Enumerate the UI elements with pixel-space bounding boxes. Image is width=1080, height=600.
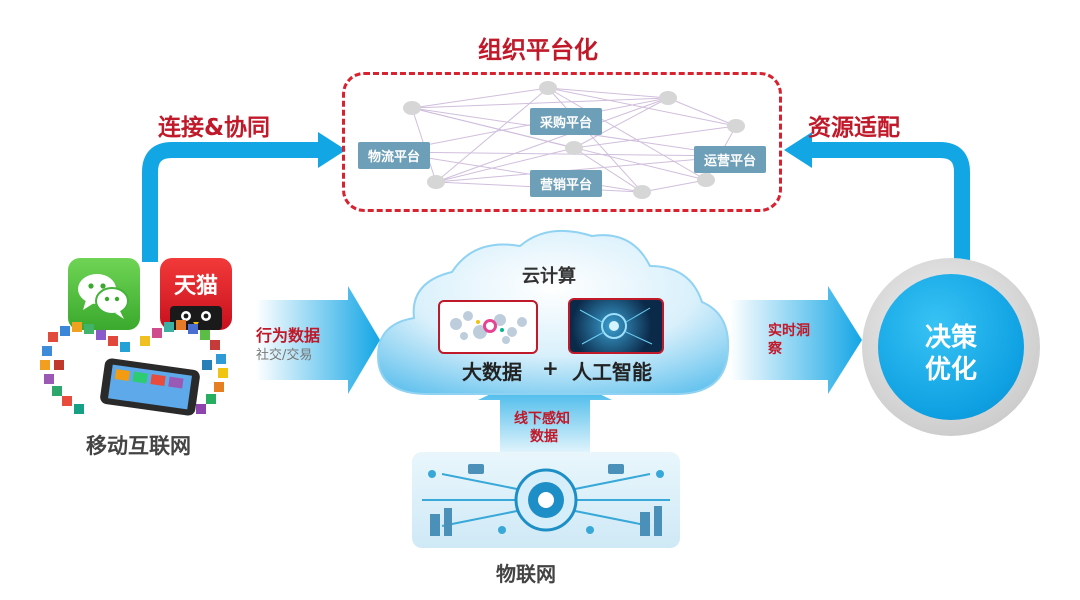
left-connect-arrow bbox=[142, 142, 322, 262]
decision-circle-core: 决策 优化 bbox=[878, 274, 1024, 420]
network-node bbox=[727, 119, 745, 133]
left-connect-arrowhead bbox=[318, 132, 346, 168]
decision-text: 决策 优化 bbox=[878, 322, 1024, 386]
platform-box bbox=[342, 72, 782, 212]
network-node bbox=[633, 185, 651, 199]
network-node bbox=[539, 81, 557, 95]
operations-platform-label: 运营平台 bbox=[694, 146, 767, 173]
behavior-data-arrow bbox=[256, 286, 380, 394]
iot-caption: 物联网 bbox=[496, 562, 556, 586]
realtime-insight-label: 实时洞察 bbox=[768, 323, 810, 357]
marketing-platform-label: 营销平台 bbox=[530, 170, 603, 197]
behavior-data-subtitle: 社交/交易 bbox=[256, 348, 313, 363]
decision-circle: 决策 优化 bbox=[862, 258, 1040, 436]
ai-label: 人工智能 bbox=[572, 360, 652, 384]
mobile-internet-caption: 移动互联网 bbox=[86, 434, 191, 458]
behavior-data-title: 行为数据 bbox=[256, 326, 321, 345]
offline-data-label-line1: 线下感知 bbox=[514, 411, 570, 427]
logistics-platform-label: 物流平台 bbox=[358, 142, 431, 169]
cloud-computing-title: 云计算 bbox=[522, 266, 576, 287]
network-node bbox=[565, 141, 583, 155]
big-data-image bbox=[438, 300, 538, 354]
network-node bbox=[427, 175, 445, 189]
insight-arrow bbox=[730, 286, 862, 394]
right-connect-arrow bbox=[808, 142, 970, 262]
plus-sign: + bbox=[542, 356, 559, 380]
offline-data-label-line2: 数据 bbox=[530, 429, 558, 445]
network-node bbox=[659, 91, 677, 105]
ai-image bbox=[568, 298, 664, 354]
decision-line1: 决策 bbox=[924, 323, 977, 353]
right-connect-arrowhead bbox=[784, 132, 812, 168]
decision-line2: 优化 bbox=[924, 355, 977, 385]
wechat-icon bbox=[68, 258, 140, 330]
tmall-label: 天猫 bbox=[173, 274, 218, 299]
big-data-label: 大数据 bbox=[462, 360, 522, 384]
procurement-platform-label: 采购平台 bbox=[530, 108, 603, 135]
iot-illustration bbox=[412, 452, 680, 548]
platform-title: 组织平台化 bbox=[478, 36, 598, 64]
resource-adapt-label: 资源适配 bbox=[808, 115, 900, 141]
connect-collaborate-label: 连接&协同 bbox=[158, 115, 271, 141]
app-heart-illustration bbox=[40, 320, 228, 416]
network-node bbox=[403, 101, 421, 115]
network-node bbox=[697, 173, 715, 187]
